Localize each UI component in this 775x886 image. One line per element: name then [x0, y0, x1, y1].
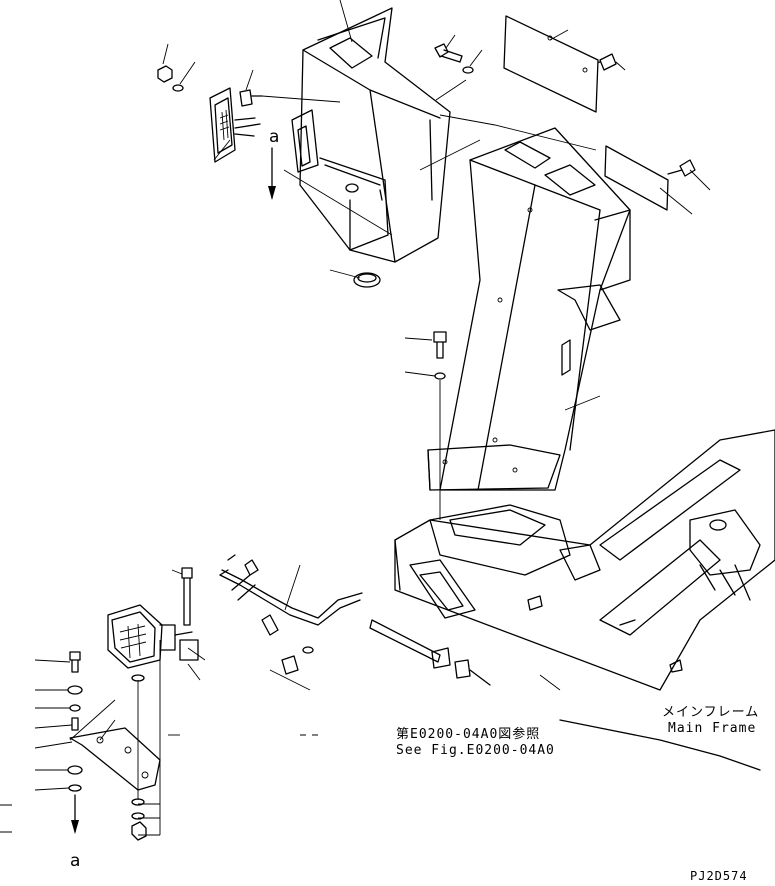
- cover-plate-side: [604, 145, 669, 211]
- view-label-bottom: a: [70, 851, 80, 871]
- lamp-box-cover: [291, 7, 451, 288]
- main-frame-label-en: Main Frame: [668, 721, 756, 736]
- lower-bracket: [67, 567, 299, 841]
- main-frame-label-jp: メインフレーム: [662, 705, 759, 720]
- lamp-pillar: [427, 127, 631, 491]
- drawing-code: PJ2D574: [690, 869, 748, 883]
- view-label-top: a: [269, 127, 279, 147]
- upper-lamp: [209, 87, 263, 163]
- cover-plate-top: [503, 15, 599, 113]
- view-arrow-top: [268, 147, 276, 200]
- leader-lines: [0, 0, 711, 833]
- see-figure-label-jp: 第E0200-04A0図参照: [396, 726, 540, 742]
- see-figure-label-en: See Fig.E0200-04A0: [396, 743, 555, 758]
- pillar-bolt: [433, 331, 447, 520]
- nut-and-washer: [157, 65, 184, 92]
- main-frame: [394, 429, 775, 771]
- view-arrow-bottom: [71, 794, 79, 834]
- wire-harness: [219, 554, 491, 686]
